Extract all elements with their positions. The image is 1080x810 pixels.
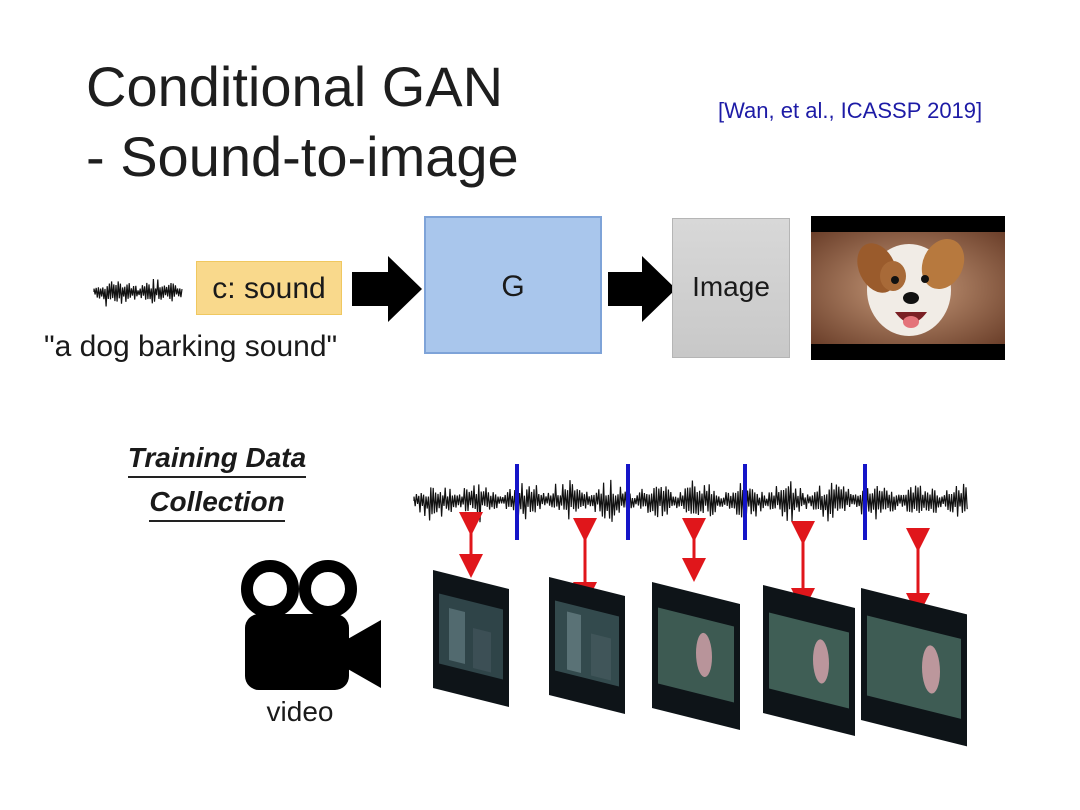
training-heading-line-2: Collection <box>149 484 284 522</box>
output-image-box: Image <box>672 218 790 358</box>
video-frame <box>861 588 967 746</box>
condition-caption: "a dog barking sound" <box>44 330 337 364</box>
video-frames <box>433 570 967 746</box>
condition-box: c: sound <box>196 261 342 315</box>
training-data-heading: Training Data Collection <box>110 436 324 524</box>
arrow-right-icon <box>352 256 422 322</box>
waveform-icon <box>94 279 182 307</box>
video-frame <box>433 570 509 707</box>
dog-photo <box>811 216 1005 360</box>
video-frame <box>763 585 855 736</box>
audio-waveform <box>414 480 967 522</box>
generator-box: G <box>424 216 602 354</box>
video-frame <box>652 582 740 730</box>
video-camera-icon <box>245 566 381 690</box>
video-frame <box>549 577 625 714</box>
arrow-right-icon <box>608 256 676 322</box>
video-label: video <box>250 696 350 728</box>
training-heading-line-1: Training Data <box>128 440 306 478</box>
